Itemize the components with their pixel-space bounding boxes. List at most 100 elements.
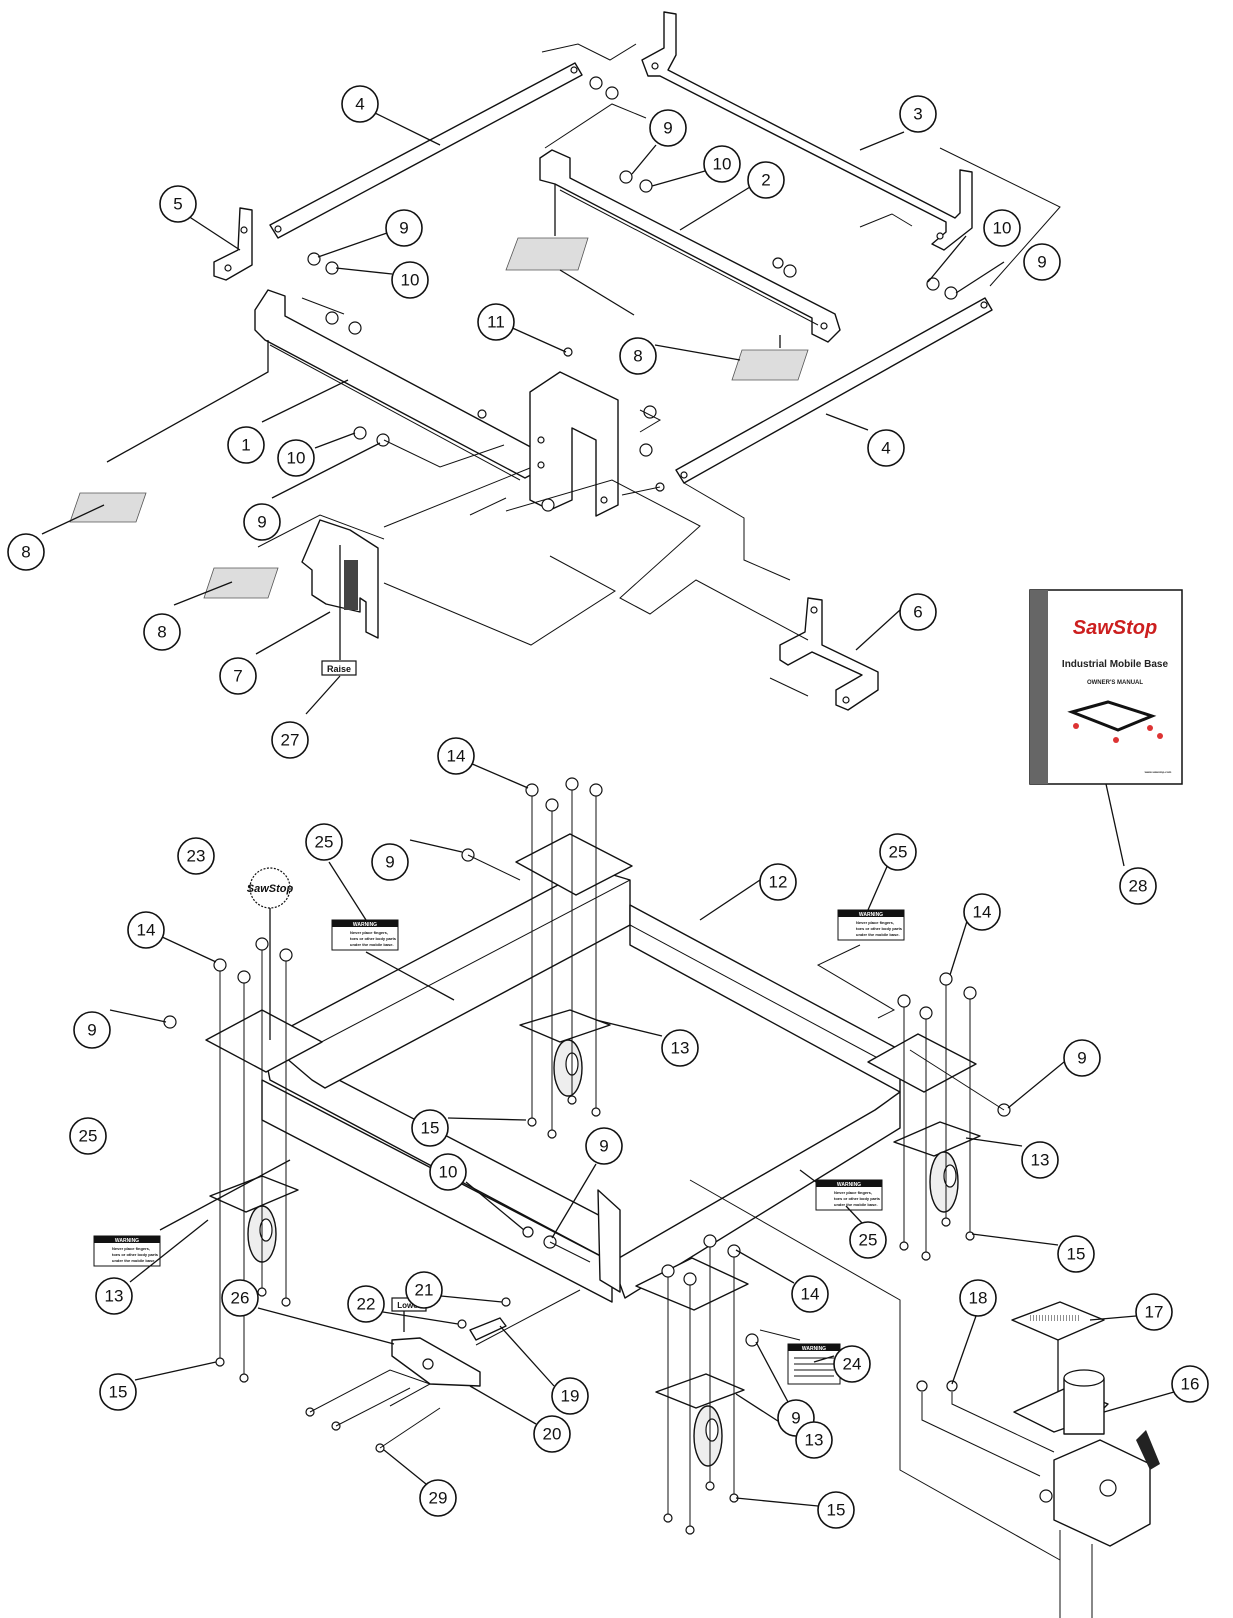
svg-text:under the mobile base.: under the mobile base. [834,1202,878,1207]
balloon-8a: 8 [619,337,657,375]
balloons: 4 3 9 10 2 5 9 10 10 9 11 8 1 10 4 9 8 8… [7,85,1209,1529]
svg-text:16: 16 [1181,1375,1200,1394]
svg-text:15: 15 [421,1119,440,1138]
leader-lines [41,112,1175,1507]
svg-text:10: 10 [993,219,1012,238]
balloon-10a: 10 [703,145,741,183]
caster-left [209,1175,299,1263]
sawstop-logo-decal: SawStop [247,867,294,1040]
upper-frame-parts [213,11,993,711]
svg-text:14: 14 [801,1285,820,1304]
svg-text:OWNER'S MANUAL: OWNER'S MANUAL [1087,680,1143,686]
warning-label-25b: WARNING Never place fingers, toes or oth… [816,909,905,1019]
hydraulic-jack [689,1179,1160,1618]
svg-text:under the mobile base.: under the mobile base. [350,942,394,947]
svg-text:under the mobile base.: under the mobile base. [112,1258,156,1263]
balloon-14a: 14 [437,737,475,775]
balloon-27: 27 [271,721,309,759]
warning-label-25d: WARNING Never place fingers, toes or oth… [799,1169,883,1211]
svg-text:27: 27 [281,731,300,750]
svg-text:10: 10 [439,1163,458,1182]
svg-text:3: 3 [913,105,922,124]
balloon-12: 12 [759,863,797,901]
balloon-15c: 15 [99,1373,137,1411]
balloon-24: 24 [833,1345,871,1383]
pad-8b [731,349,809,381]
balloon-11: 11 [477,303,515,341]
balloon-1: 1 [227,426,265,464]
pedal-housing [529,371,619,517]
svg-text:Lower: Lower [397,1301,421,1310]
balloon-3: 3 [899,95,937,133]
svg-text:toes or other body parts: toes or other body parts [350,936,397,941]
balloon-19: 19 [551,1377,589,1415]
balloon-22: 22 [347,1285,385,1323]
owners-manual: SawStop Industrial Mobile Base OWNER'S M… [1029,589,1183,785]
balloon-17: 17 [1135,1293,1173,1331]
svg-text:www.sawstop.com: www.sawstop.com [1144,770,1172,774]
corner-plate-left [205,1009,323,1073]
svg-text:8: 8 [633,347,642,366]
warning-label-25c: WARNING Never place fingers, toes or oth… [93,1159,291,1267]
balloon-10c: 10 [983,209,1021,247]
svg-text:SawStop: SawStop [1073,617,1157,639]
balloon-4a: 4 [341,85,379,123]
svg-text:10: 10 [287,449,306,468]
svg-text:13: 13 [105,1287,124,1306]
balloon-28: 28 [1119,867,1157,905]
svg-text:14: 14 [447,747,466,766]
bracket-part-5 [213,207,253,281]
balloon-21: 21 [405,1271,443,1309]
balloon-13b: 13 [1021,1141,1059,1179]
caster-back [519,1009,611,1097]
svg-text:14: 14 [137,921,156,940]
svg-text:26: 26 [231,1289,250,1308]
warning-label-25a: WARNING Never place fingers, toes or oth… [331,919,455,1001]
svg-text:23: 23 [187,847,206,866]
rail-part-4-lower [675,297,993,484]
balloon-2: 2 [747,161,785,199]
svg-text:15: 15 [109,1383,128,1402]
assembly-guides-upper [106,43,1061,697]
svg-text:WARNING: WARNING [802,1346,826,1352]
balloon-18: 18 [959,1279,997,1317]
svg-text:Industrial Mobile Base: Industrial Mobile Base [1062,659,1169,670]
svg-text:8: 8 [21,543,30,562]
svg-text:9: 9 [399,219,408,238]
svg-text:9: 9 [663,119,672,138]
svg-text:15: 15 [1067,1245,1086,1264]
svg-text:9: 9 [385,853,394,872]
balloon-14d: 14 [791,1275,829,1313]
balloon-25d: 25 [849,1221,887,1259]
lift-axle-part-6 [779,597,879,711]
svg-text:2: 2 [761,171,770,190]
svg-text:25: 25 [79,1127,98,1146]
corner-plate-right [867,1033,977,1093]
svg-text:toes or other body parts: toes or other body parts [112,1252,159,1257]
svg-text:1: 1 [241,436,250,455]
balloon-9a: 9 [649,109,687,147]
link-plate-part-19 [469,1317,507,1341]
balloon-9h: 9 [585,1127,623,1165]
balloon-25a: 25 [305,823,343,861]
balloon-10b: 10 [391,261,429,299]
svg-text:Never place fingers,: Never place fingers, [112,1246,150,1251]
svg-text:9: 9 [791,1409,800,1428]
balloon-29: 29 [419,1479,457,1517]
balloon-25b: 25 [879,833,917,871]
warning-labels: WARNING Never place fingers, toes or oth… [93,909,905,1385]
svg-text:13: 13 [805,1431,824,1450]
pad-8c [69,492,147,523]
svg-text:11: 11 [487,313,505,332]
balloon-7: 7 [219,657,257,695]
svg-text:SawStop: SawStop [247,883,294,895]
casters [209,1009,981,1467]
balloon-16: 16 [1171,1365,1209,1403]
balloon-10e: 10 [429,1153,467,1191]
channel-part-2 [539,149,841,343]
upper-fasteners [307,76,958,512]
svg-text:WARNING: WARNING [115,1238,139,1244]
balloon-5: 5 [159,185,197,223]
svg-text:19: 19 [561,1387,580,1406]
svg-text:7: 7 [233,667,242,686]
